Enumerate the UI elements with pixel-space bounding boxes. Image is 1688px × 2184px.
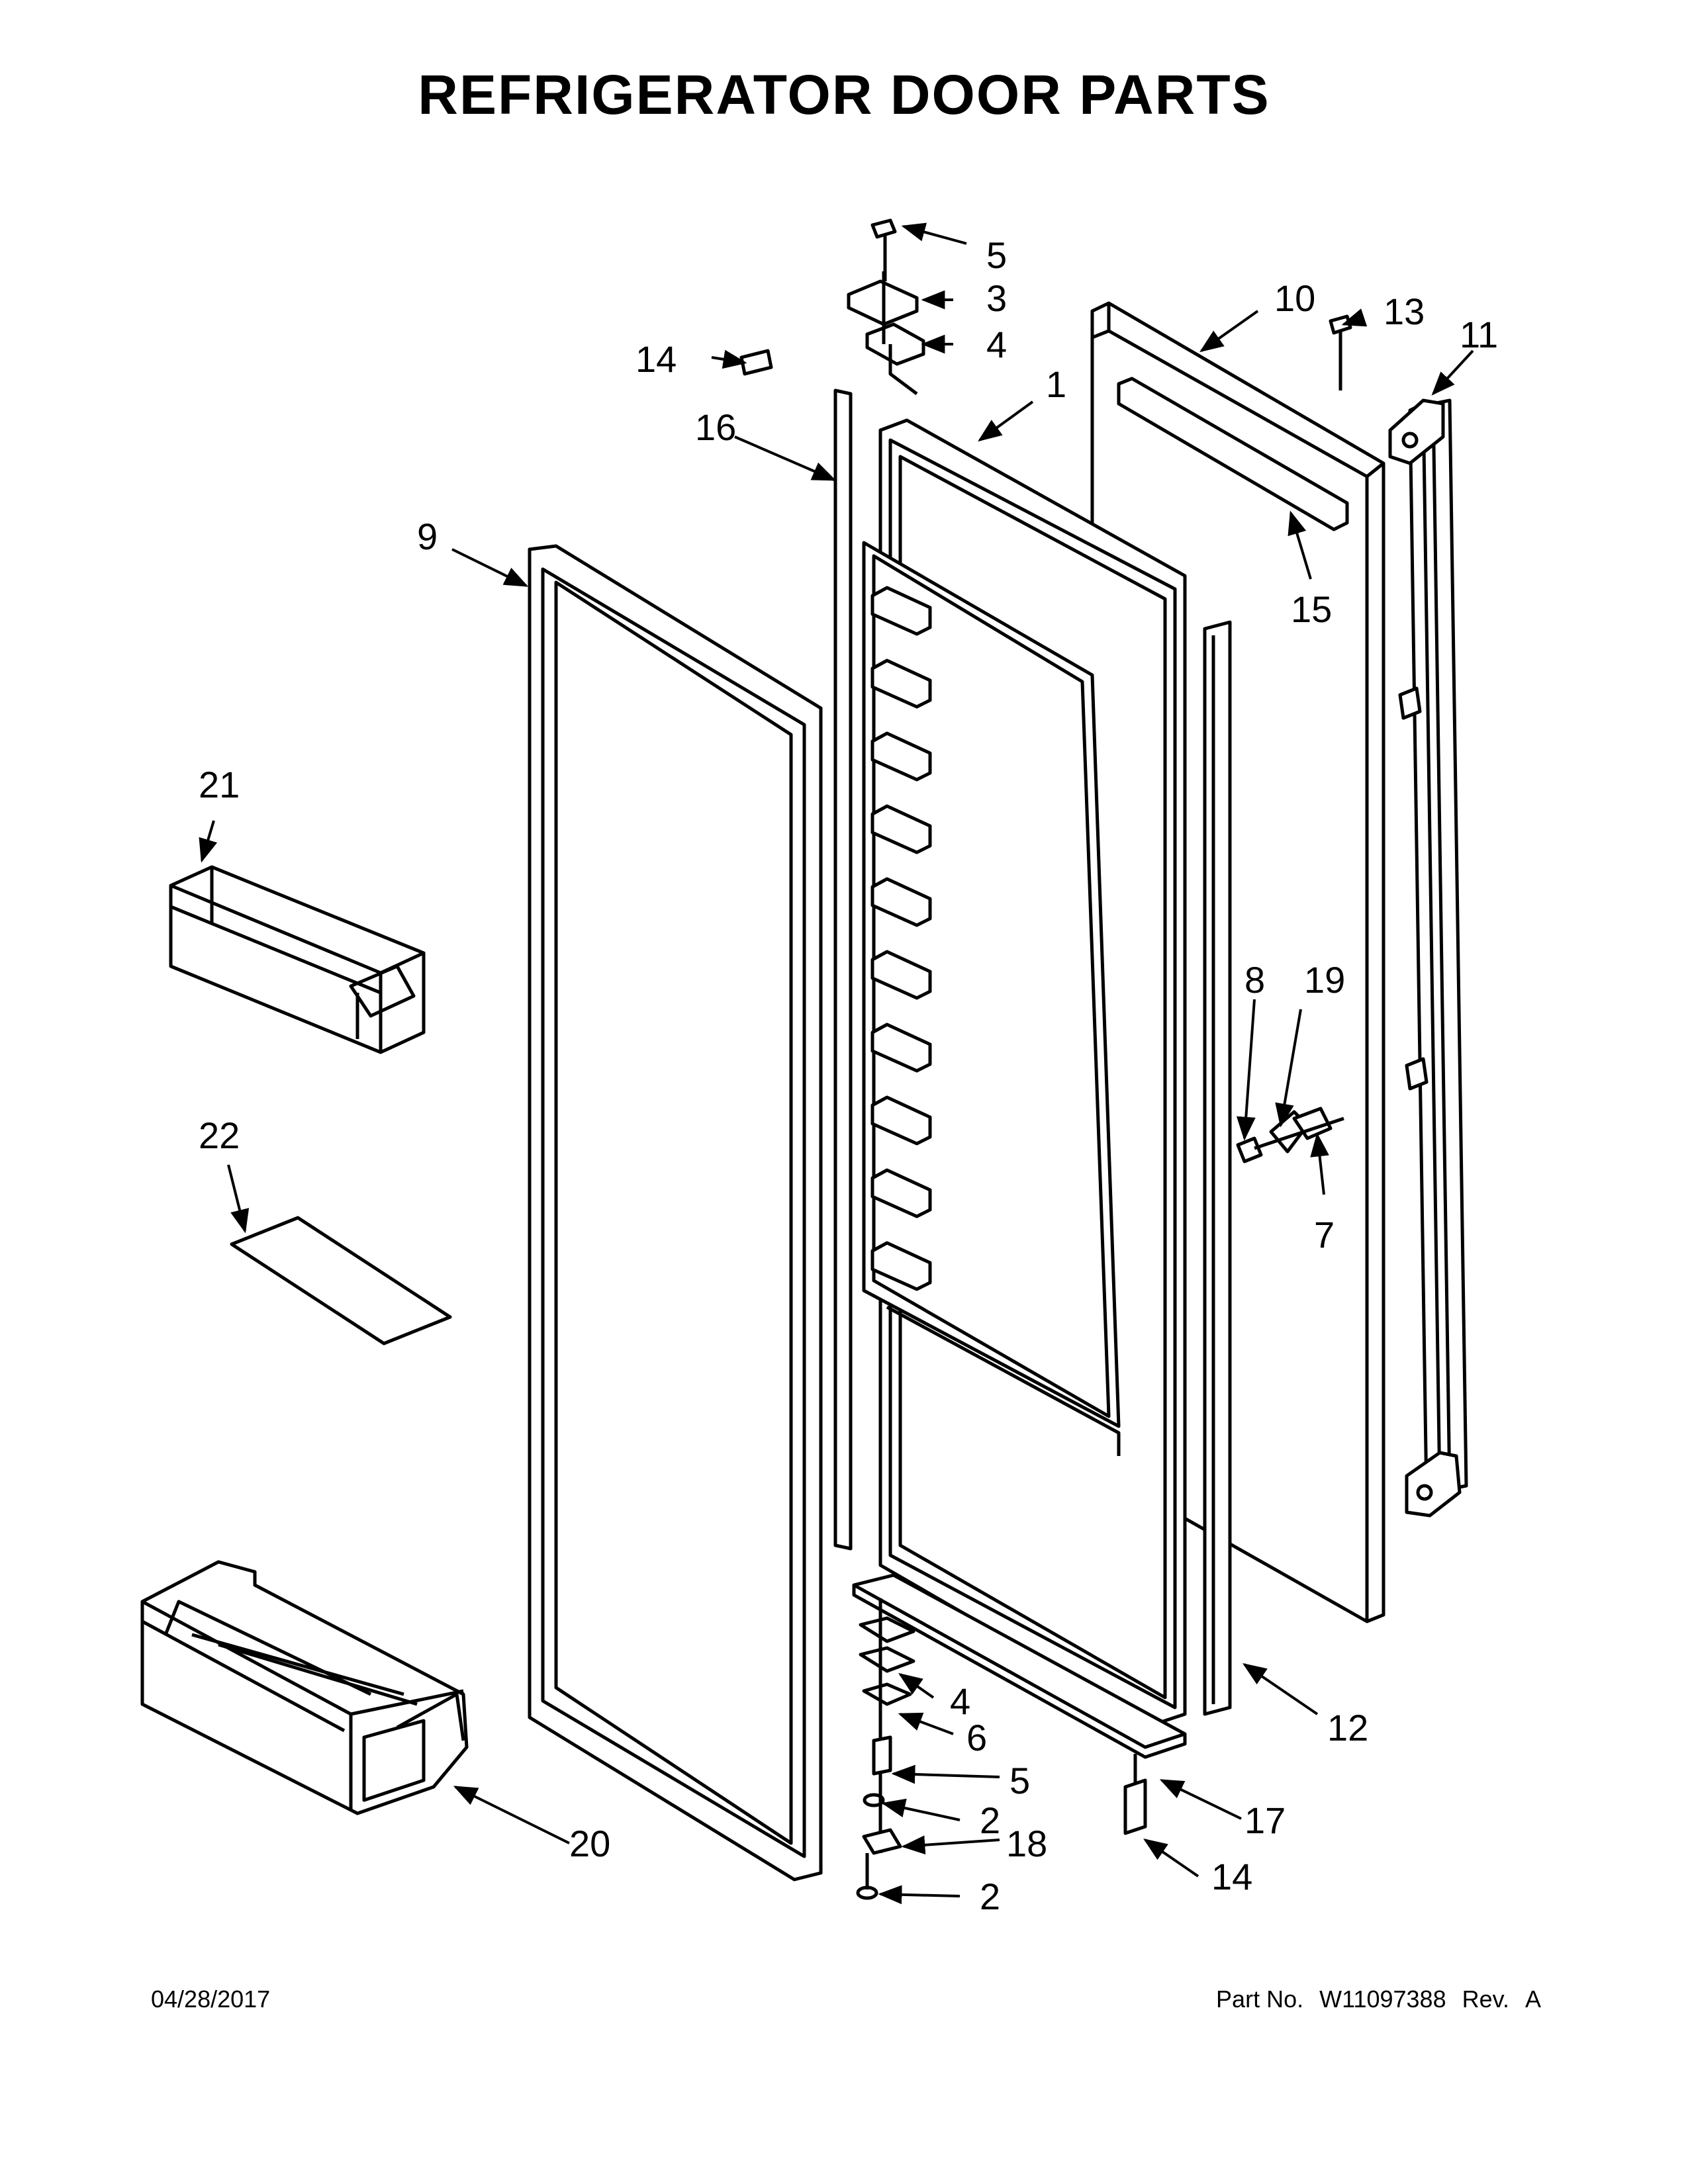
shelf-clip: [870, 1095, 932, 1146]
callout-5-top: 5: [986, 234, 1007, 276]
shelf-clip: [870, 804, 932, 854]
callout-10: 10: [1274, 277, 1315, 319]
callout-labels: 5 3 4 14 1 10 13 11 16 9 15 21 8 19 22 7…: [199, 234, 1498, 1917]
screw-13: [1329, 314, 1352, 335]
trim-strip: [833, 388, 853, 1551]
revision: A: [1524, 1985, 1541, 2013]
shelf-clips: [870, 586, 932, 1291]
callout-18: 18: [1006, 1823, 1047, 1864]
part-number-label: Part No.: [1216, 1985, 1304, 2013]
callout-16: 16: [695, 406, 736, 448]
callout-1: 1: [1046, 363, 1066, 405]
door-gasket: [528, 544, 823, 1882]
callout-4-top: 4: [986, 324, 1007, 365]
footer-date: 04/28/2017: [151, 1985, 271, 2013]
shelf-clip: [870, 1168, 932, 1218]
top-hinge: [847, 218, 925, 395]
callout-22: 22: [199, 1115, 240, 1156]
shelf-clip: [870, 731, 932, 782]
label-sheet: [230, 1216, 452, 1345]
callout-3: 3: [986, 277, 1007, 319]
callout-15: 15: [1291, 588, 1332, 630]
door-handle: [1388, 398, 1468, 1518]
callout-13: 13: [1383, 291, 1425, 332]
revision-label: Rev.: [1462, 1985, 1509, 2013]
shelf-clip: [870, 1241, 932, 1291]
callout-14-top: 14: [635, 338, 677, 380]
shelf-clip: [870, 586, 932, 636]
callout-11: 11: [1460, 314, 1498, 355]
shelf-clip: [870, 950, 932, 1000]
callout-6: 6: [966, 1717, 987, 1758]
callout-7: 7: [1314, 1214, 1335, 1255]
page-title: REFRIGERATOR DOOR PARTS: [418, 64, 1270, 126]
shelf-clip: [870, 659, 932, 709]
part-number: W11097388: [1319, 1985, 1446, 2013]
callout-2-top: 2: [980, 1799, 1000, 1841]
callout-2-bottom: 2: [980, 1876, 1000, 1917]
callout-21: 21: [199, 764, 240, 805]
callout-20: 20: [569, 1823, 610, 1864]
callout-9: 9: [417, 516, 438, 557]
callout-12: 12: [1327, 1707, 1368, 1749]
callout-8: 8: [1244, 959, 1265, 1001]
callout-14-bottom: 14: [1211, 1856, 1252, 1897]
callout-5-bottom: 5: [1009, 1760, 1030, 1801]
footer-part-info: Part No. W11097388 Rev. A: [1207, 1985, 1541, 2013]
callout-4-bottom: 4: [950, 1680, 970, 1722]
shelf-clip: [870, 877, 932, 927]
callout-17: 17: [1244, 1799, 1286, 1841]
side-trim: [1203, 620, 1232, 1716]
shelf-clip: [870, 1023, 932, 1073]
bottom-plate: [852, 1573, 1187, 1759]
callout-19: 19: [1304, 959, 1345, 1001]
callout-leaders: [199, 222, 1474, 1905]
stop-assembly: [1236, 1107, 1344, 1163]
screw-14-top: [739, 349, 773, 376]
door-bin-large: [140, 1560, 469, 1815]
door-bin-small: [169, 865, 426, 1054]
